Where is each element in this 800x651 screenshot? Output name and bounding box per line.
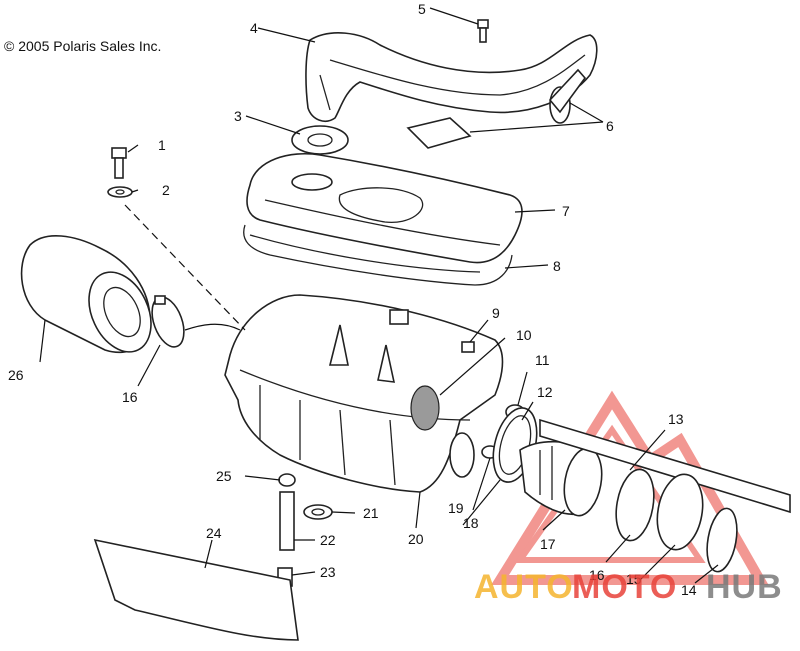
callout-10: 10 xyxy=(516,327,532,343)
callout-9: 9 xyxy=(492,305,500,321)
callout-25: 25 xyxy=(216,468,232,484)
callout-16-left: 16 xyxy=(122,389,138,405)
part-8-seal xyxy=(243,224,513,286)
part-7-lid xyxy=(246,153,523,264)
callout-3: 3 xyxy=(234,108,242,124)
part-20-airbox-base xyxy=(224,294,504,493)
callout-8: 8 xyxy=(553,258,561,274)
leader-lines xyxy=(39,7,719,584)
callout-5: 5 xyxy=(418,1,426,17)
watermark-part3: HUB xyxy=(706,568,783,606)
copyright-text: © 2005 Polaris Sales Inc. xyxy=(4,38,162,54)
part-4-snorkel xyxy=(305,32,598,124)
part-16-clamp-right xyxy=(615,468,655,542)
callout-20: 20 xyxy=(408,531,424,547)
watermark-text: AUTO MOTO HUB xyxy=(474,568,783,606)
part-25-fitting xyxy=(278,473,296,487)
part-5-screw xyxy=(477,19,489,43)
callout-6: 6 xyxy=(606,118,614,134)
callout-17: 17 xyxy=(540,536,556,552)
part-3-grommet xyxy=(291,125,349,155)
part-15-coupler xyxy=(656,473,704,551)
callout-18: 18 xyxy=(463,515,479,531)
callout-labels: 4 5 3 6 1 2 7 8 9 10 11 12 13 14 15 16 1… xyxy=(8,1,697,598)
part-24-plate xyxy=(93,538,299,641)
callout-21: 21 xyxy=(363,505,379,521)
watermark-part1: AUTO xyxy=(474,568,574,606)
part-17-outlet-boot xyxy=(519,440,603,517)
part-1-bolt xyxy=(111,147,127,179)
callout-15: 15 xyxy=(626,571,642,587)
part-14-clamp xyxy=(706,507,738,573)
part-22-hose xyxy=(279,491,295,551)
callout-11: 11 xyxy=(535,352,550,368)
callout-26: 26 xyxy=(8,367,24,383)
part-9-grommet xyxy=(461,341,475,353)
watermark-part2: MOTO xyxy=(572,568,677,606)
part-26-air-filter xyxy=(20,234,152,354)
callout-23: 23 xyxy=(320,564,336,580)
part-2-washer xyxy=(107,186,133,198)
routing-lines xyxy=(124,204,246,331)
callout-2: 2 xyxy=(162,182,170,198)
part-21-plug xyxy=(303,504,333,520)
callout-22: 22 xyxy=(320,532,336,548)
callout-14: 14 xyxy=(681,582,697,598)
callout-24: 24 xyxy=(206,525,222,541)
callout-7: 7 xyxy=(562,203,570,219)
part-13-tube xyxy=(539,418,791,514)
callout-12: 12 xyxy=(537,384,553,400)
callout-4: 4 xyxy=(250,20,258,36)
callout-16-right: 16 xyxy=(589,567,605,583)
part-16-clamp-left xyxy=(151,295,185,348)
callout-13: 13 xyxy=(668,411,684,427)
callout-19: 19 xyxy=(448,500,464,516)
callout-1: 1 xyxy=(158,137,166,153)
part-6-gaskets xyxy=(406,68,587,149)
